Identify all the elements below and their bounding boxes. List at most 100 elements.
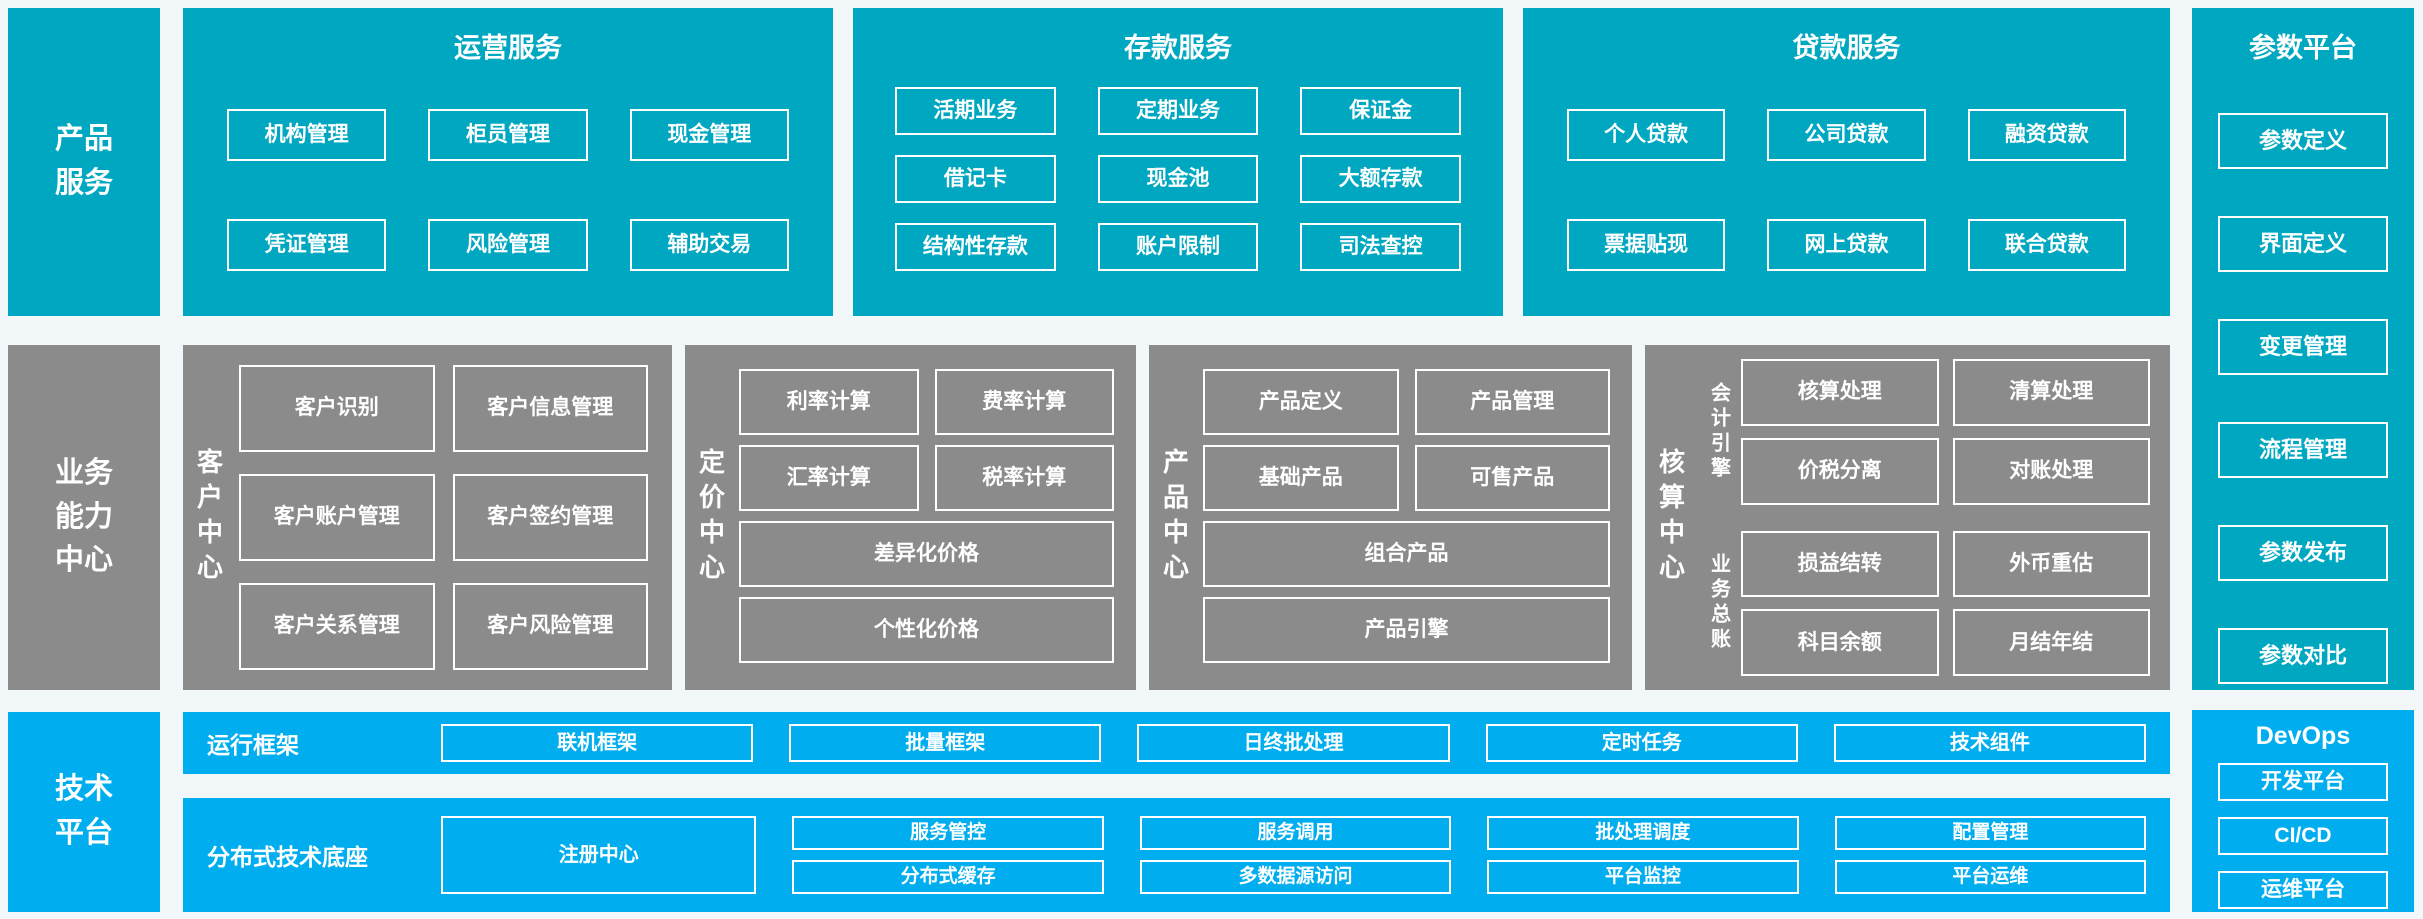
accounting-engine-grid: 核算处理 清算处理 价税分离 对账处理	[1741, 359, 2150, 505]
diagram-box-month-year-end: 月结年结	[1952, 609, 2150, 676]
diagram-box-distributed-cache: 分布式缓存	[792, 860, 1104, 894]
diagram-box-combined-product: 组合产品	[1203, 521, 1610, 587]
diagram-box-differentiated-pricing: 差异化价格	[739, 521, 1114, 587]
diagram-box-financing-loan: 融资贷款	[1967, 109, 2126, 161]
diagram-box-tax-rate-calc: 税率计算	[934, 445, 1114, 511]
panel-customer-center: 客户中心 客户识别 客户信息管理 客户账户管理 客户签约管理 客户关系管理 客户…	[183, 345, 672, 690]
diagram-box-parameter-compare: 参数对比	[2218, 628, 2388, 684]
diagram-box-platform-monitoring: 平台监控	[1487, 860, 1799, 894]
diagram-box-scheduled-tasks: 定时任务	[1485, 724, 1798, 762]
sidebar-technology-platform-line: 技术	[54, 773, 113, 806]
sidebar-business-capability-line: 业务	[54, 456, 113, 489]
diagram-box-registry-center: 注册中心	[441, 816, 757, 894]
customer-center-label: 客户中心	[193, 447, 224, 588]
sidebar-technology-platform-line: 平台	[54, 817, 113, 849]
diagram-box-batch-framework: 批量框架	[789, 724, 1102, 762]
distributed-pair-column: 配置管理 平台运维	[1834, 816, 2147, 894]
diagram-box-subject-balance: 科目余额	[1741, 609, 1939, 676]
operations-services-grid: 机构管理 柜员管理 现金管理 凭证管理 风险管理 辅助交易	[183, 65, 833, 271]
diagram-box-service-invocation: 服务调用	[1139, 816, 1452, 850]
diagram-box-ci-cd: CI/CD	[2218, 817, 2388, 855]
diagram-box-interest-rate-calc: 利率计算	[739, 369, 919, 435]
diagram-box-syndicated-loan: 联合贷款	[1967, 219, 2126, 271]
diagram-box-sellable-product: 可售产品	[1414, 445, 1610, 511]
devops-list: 开发平台 CI/CD 运维平台	[2192, 751, 2414, 909]
diagram-box-fx-revaluation: 外币重估	[1952, 530, 2150, 598]
diagram-box-product-engine: 产品引擎	[1203, 597, 1610, 663]
loan-services-title: 贷款服务	[1792, 33, 1901, 63]
product-center-label: 产品中心	[1159, 447, 1190, 588]
diagram-box-corporate-loan: 公司贷款	[1767, 109, 1926, 161]
distributed-pair-column: 服务调用 多数据源访问	[1139, 816, 1452, 894]
diagram-box-configuration-management: 配置管理	[1834, 816, 2147, 850]
diagram-box-clearing-processing: 清算处理	[1952, 359, 2150, 426]
panel-pricing-center: 定价中心 利率计算 费率计算 汇率计算 税率计算 差异化价格 个性化价格	[685, 345, 1136, 690]
sidebar-product-services: 产品 服务	[8, 8, 160, 316]
diagram-box-risk-management: 风险管理	[428, 219, 588, 271]
distributed-tech-base-boxes: 注册中心 服务管控 分布式缓存 服务调用 多数据源访问 批处理调度 平台监控 配…	[441, 816, 2147, 894]
diagram-box-exchange-rate-calc: 汇率计算	[739, 445, 919, 511]
diagram-box-service-governance: 服务管控	[792, 816, 1104, 850]
sidebar-product-services-line: 服务	[54, 167, 113, 199]
accounting-center-body: 会计引擎 核算处理 清算处理 价税分离 对账处理 业务总账 损益结转 外币重估 …	[1697, 345, 2170, 690]
diagram-box-bill-discount: 票据贴现	[1567, 219, 1726, 271]
distributed-tech-base-label: 分布式技术底座	[207, 844, 368, 870]
diagram-box-development-platform: 开发平台	[2218, 763, 2388, 801]
diagram-box-product-definition: 产品定义	[1203, 369, 1399, 435]
panel-parameter-platform: 参数平台 参数定义 界面定义 变更管理 流程管理 参数发布 参数对比	[2192, 8, 2414, 690]
business-ledger-group: 业务总账 损益结转 外币重估 科目余额 月结年结	[1697, 530, 2150, 676]
product-center-grid: 产品定义 产品管理 基础产品 可售产品 组合产品 产品引擎	[1201, 345, 1632, 690]
panel-loan-services: 贷款服务 个人贷款 公司贷款 融资贷款 票据贴现 网上贷款 联合贷款	[1523, 8, 2170, 316]
diagram-box-org-management: 机构管理	[227, 109, 387, 161]
accounting-engine-group: 会计引擎 核算处理 清算处理 价税分离 对账处理	[1697, 359, 2150, 505]
diagram-box-judicial-control: 司法查控	[1300, 223, 1461, 271]
diagram-box-parameter-release: 参数发布	[2218, 525, 2388, 581]
diagram-box-cash-management: 现金管理	[629, 109, 789, 161]
diagram-box-voucher-management: 凭证管理	[227, 219, 387, 271]
panel-operations-services: 运营服务 机构管理 柜员管理 现金管理 凭证管理 风险管理 辅助交易	[183, 8, 833, 316]
diagram-box-multi-datasource-access: 多数据源访问	[1139, 860, 1452, 894]
diagram-box-product-management: 产品管理	[1414, 369, 1610, 435]
diagram-box-accounting-processing: 核算处理	[1741, 359, 1939, 426]
panel-distributed-tech-base: 分布式技术底座 注册中心 服务管控 分布式缓存 服务调用 多数据源访问 批处理调…	[183, 798, 2170, 912]
diagram-box-online-framework: 联机框架	[441, 724, 754, 762]
business-ledger-grid: 损益结转 外币重估 科目余额 月结年结	[1741, 530, 2150, 676]
accounting-center-label: 核算中心	[1655, 447, 1686, 588]
parameter-platform-list: 参数定义 界面定义 变更管理 流程管理 参数发布 参数对比	[2192, 65, 2414, 684]
diagram-box-parameter-definition: 参数定义	[2218, 113, 2388, 169]
sidebar-business-capability-line: 中心	[54, 544, 113, 577]
panel-devops: DevOps 开发平台 CI/CD 运维平台	[2192, 710, 2414, 912]
diagram-box-time-deposit: 定期业务	[1097, 87, 1259, 135]
diagram-box-batch-scheduling: 批处理调度	[1487, 816, 1799, 850]
diagram-box-customer-relation-management: 客户关系管理	[239, 583, 435, 670]
diagram-box-basic-product: 基础产品	[1203, 445, 1399, 511]
diagram-box-fee-rate-calc: 费率计算	[934, 369, 1114, 435]
loan-services-grid: 个人贷款 公司贷款 融资贷款 票据贴现 网上贷款 联合贷款	[1523, 65, 2170, 271]
diagram-box-personal-loan: 个人贷款	[1567, 109, 1726, 161]
diagram-box-teller-management: 柜员管理	[428, 109, 588, 161]
sidebar-technology-platform: 技术 平台	[8, 712, 160, 912]
runtime-framework-label: 运行框架	[207, 732, 299, 758]
diagram-box-price-tax-separation: 价税分离	[1741, 437, 1939, 505]
diagram-box-pnl-carryover: 损益结转	[1741, 530, 1939, 598]
diagram-box-customer-risk-management: 客户风险管理	[452, 583, 648, 670]
diagram-box-technical-components: 技术组件	[1833, 724, 2147, 762]
diagram-box-auxiliary-transaction: 辅助交易	[629, 219, 789, 271]
deposit-services-grid: 活期业务 定期业务 保证金 借记卡 现金池 大额存款 结构性存款 账户限制 司法…	[853, 65, 1503, 271]
diagram-box-customer-account-management: 客户账户管理	[239, 474, 435, 561]
deposit-services-title: 存款服务	[1124, 33, 1232, 63]
devops-title: DevOps	[2255, 722, 2351, 750]
diagram-box-platform-operations: 平台运维	[1834, 860, 2147, 894]
diagram-box-customer-info-management: 客户信息管理	[452, 365, 648, 452]
diagram-box-online-loan: 网上贷款	[1767, 219, 1926, 271]
sidebar-business-capability-center: 业务 能力 中心	[8, 345, 160, 690]
business-ledger-label: 业务总账	[1707, 553, 1730, 654]
distributed-pair-column: 批处理调度 平台监控	[1487, 816, 1799, 894]
diagram-box-ops-platform: 运维平台	[2218, 871, 2388, 909]
customer-center-grid: 客户识别 客户信息管理 客户账户管理 客户签约管理 客户关系管理 客户风险管理	[235, 345, 672, 690]
panel-runtime-framework: 运行框架 联机框架 批量框架 日终批处理 定时任务 技术组件	[183, 712, 2170, 774]
diagram-box-process-management: 流程管理	[2218, 422, 2388, 478]
diagram-box-ui-definition: 界面定义	[2218, 216, 2388, 272]
diagram-box-large-deposit: 大额存款	[1300, 155, 1461, 203]
